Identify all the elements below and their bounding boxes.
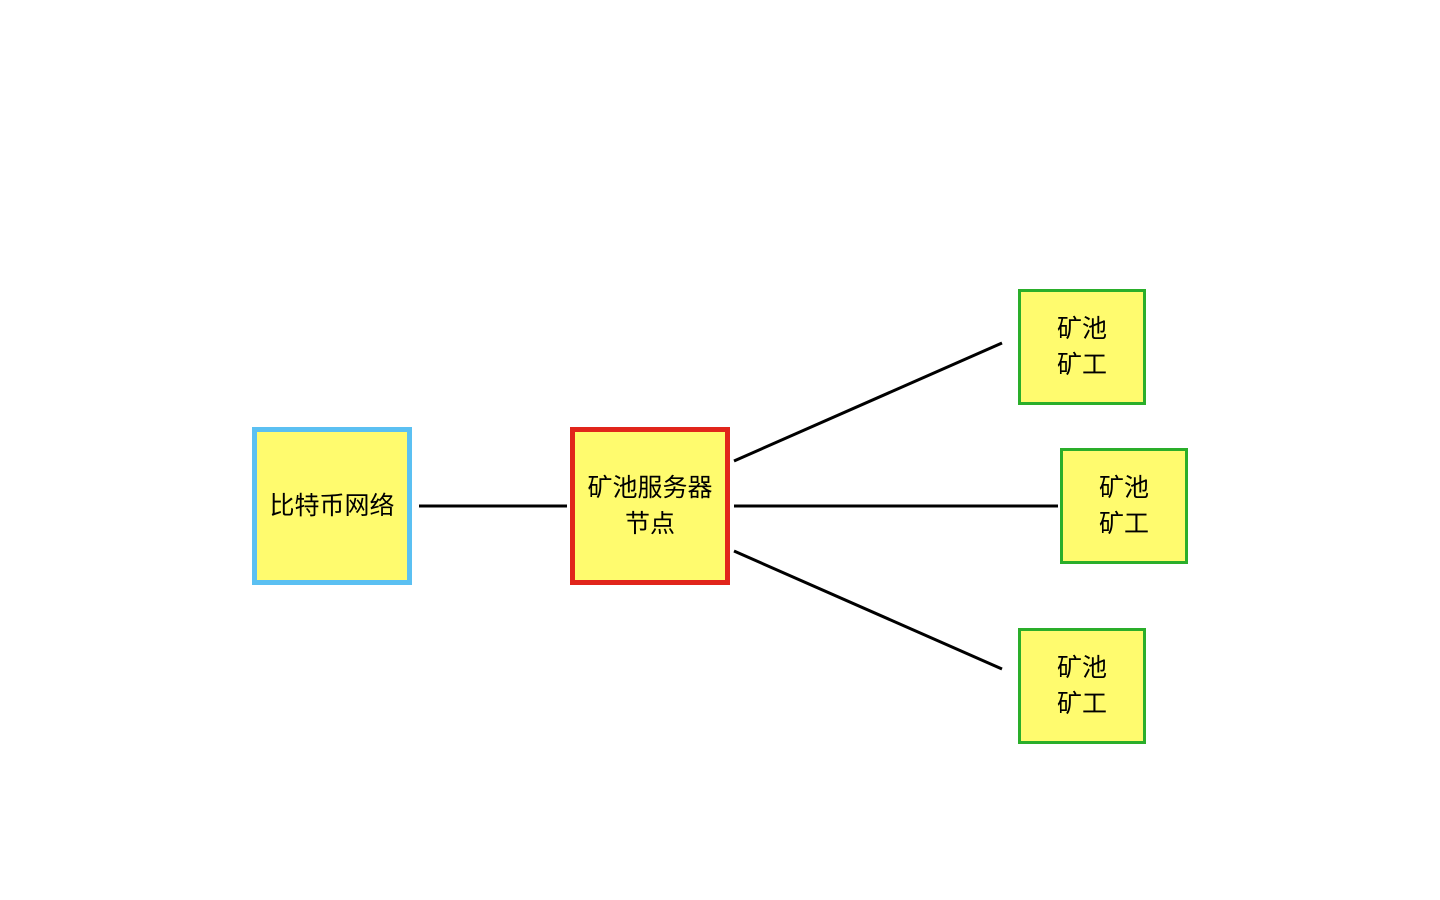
pool-miner-label: 矿池 矿工 bbox=[1056, 314, 1107, 379]
edge-server-miner-3 bbox=[733, 549, 1003, 671]
pool-server-node: 矿池服务器 节点 bbox=[570, 427, 730, 585]
pool-miner-label: 矿池 矿工 bbox=[1056, 653, 1107, 718]
bitcoin-network-label: 比特币网络 bbox=[269, 491, 395, 520]
pool-server-label: 矿池服务器 节点 bbox=[587, 473, 713, 538]
bitcoin-network-node: 比特币网络 bbox=[252, 427, 412, 585]
pool-miner-node: 矿池 矿工 bbox=[1018, 628, 1146, 744]
pool-miner-label: 矿池 矿工 bbox=[1098, 473, 1149, 538]
pool-miner-node: 矿池 矿工 bbox=[1018, 289, 1146, 405]
edge-server-miner-1 bbox=[733, 341, 1003, 463]
pool-miner-node: 矿池 矿工 bbox=[1060, 448, 1188, 564]
